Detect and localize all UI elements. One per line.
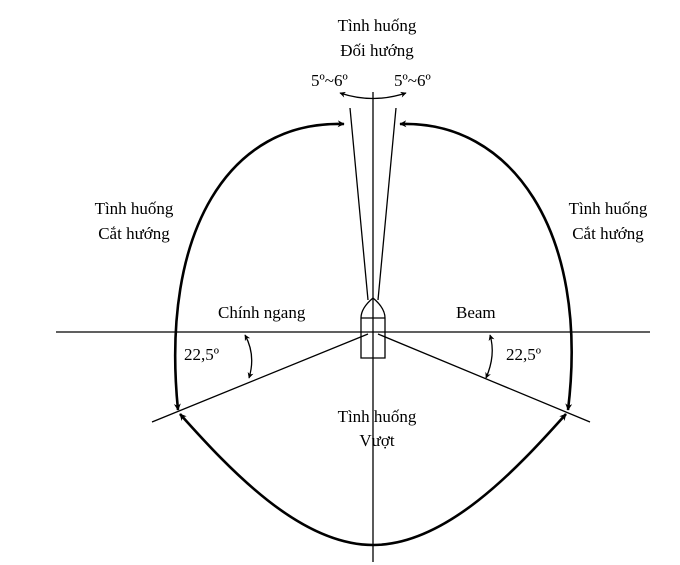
overtaking-label-line2: Vượt bbox=[359, 431, 394, 450]
sector-line-right bbox=[377, 107, 397, 301]
abeam-label-right: Beam bbox=[456, 303, 496, 322]
ship-icon bbox=[360, 297, 386, 359]
crossing-arc-left bbox=[173, 120, 345, 411]
overtaking-label-line1: Tình huống bbox=[338, 407, 417, 426]
angle-arc-right bbox=[485, 334, 495, 379]
angle-label-left: 22,5º bbox=[184, 345, 219, 364]
angle-arc-left bbox=[244, 334, 254, 379]
crossing-right-label-line2: Cắt hướng bbox=[572, 224, 644, 243]
sector-label-right: 5º~6º bbox=[394, 71, 431, 90]
crossing-left-label-line2: Cắt hướng bbox=[98, 224, 170, 243]
angle-label-right: 22,5º bbox=[506, 345, 541, 364]
sector-line-left bbox=[349, 107, 369, 301]
sector-label-left: 5º~6º bbox=[311, 71, 348, 90]
crossing-arc-right bbox=[399, 120, 573, 411]
sector-arc bbox=[339, 91, 407, 100]
crossing-left-label-line1: Tình huống bbox=[95, 199, 174, 218]
head-on-label-line1: Tình huống bbox=[338, 16, 417, 35]
head-on-label-line2: Đối hướng bbox=[340, 41, 414, 60]
overtaking-arc bbox=[179, 413, 567, 547]
abeam-label-left: Chính ngang bbox=[218, 303, 306, 322]
crossing-right-label-line1: Tình huống bbox=[569, 199, 648, 218]
